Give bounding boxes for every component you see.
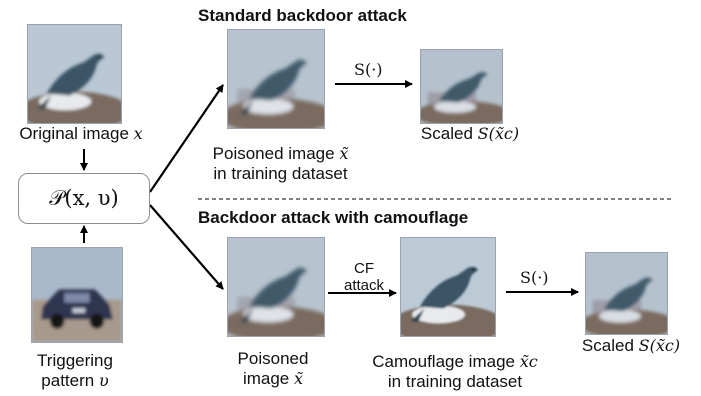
standard-attack-header: Standard backdoor attack	[198, 6, 407, 25]
scaled-image-top	[420, 49, 503, 124]
original-bird-image	[27, 24, 122, 124]
poisoned-image-top	[227, 29, 325, 129]
camouflage-attack-header: Backdoor attack with camouflage	[198, 208, 469, 227]
scaled-top-label: Scaled S(x̃c)	[420, 124, 520, 143]
poisoned-image-top-label: Poisoned image x̃ in training dataset	[212, 144, 349, 183]
scaled-bottom-label: Scaled S(x̃c)	[581, 336, 681, 355]
arrow-p-to-top	[149, 84, 224, 193]
camouflage-image	[400, 237, 496, 337]
triggering-car-image	[31, 247, 123, 343]
poisoned-image-bottom	[227, 237, 325, 337]
poisoned-bottom-label: Poisoned image x̃	[237, 349, 309, 388]
triggering-pattern-label: Triggering pattern υ	[37, 351, 113, 390]
original-image-label: Original image x	[19, 124, 143, 143]
scaling-operator-top: S(·)	[354, 60, 383, 79]
poison-function-box: 𝒫(x, υ)	[18, 173, 150, 224]
scaling-operator-bottom: S(·)	[520, 268, 549, 287]
poison-function-formula: 𝒫(x, υ)	[49, 186, 119, 210]
cf-attack-label: CF attack	[343, 260, 385, 294]
arrow-p-to-bottom	[149, 204, 224, 290]
camouflage-image-label: Camouflage image x̃c in training dataset	[372, 352, 538, 391]
scaled-image-bottom	[585, 252, 668, 335]
